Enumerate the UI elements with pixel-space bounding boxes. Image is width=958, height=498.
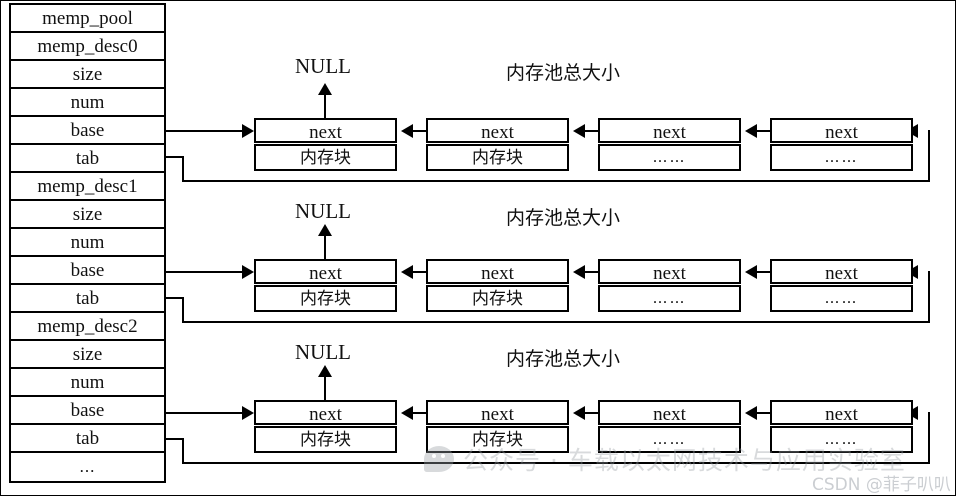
desc-row-base-2: base [11, 397, 164, 425]
block-body-field: 内存块 [254, 426, 397, 453]
tab-wrap-right-row-2 [928, 271, 930, 323]
tab-connector-h-row-1 [166, 156, 184, 158]
desc-row-size-0: size [11, 61, 164, 89]
desc-row-tab-0: tab [11, 145, 164, 173]
desc-row-size-2: size [11, 341, 164, 369]
tab-wrap-bottom-row-3 [182, 462, 930, 464]
desc-row-tab-1: tab [11, 285, 164, 313]
memory-block-3-row-1: next …… [598, 118, 741, 171]
desc-row-size-1: size [11, 201, 164, 229]
desc-row-base-0: base [11, 117, 164, 145]
block-body-field: …… [770, 285, 913, 312]
link-arrowhead-2-row-2 [573, 265, 585, 279]
null-arrow-stem-row-1 [324, 92, 326, 122]
desc-row-num-0: num [11, 89, 164, 117]
pool-size-label-row-2: 内存池总大小 [506, 207, 621, 229]
memory-block-3-row-3: next …… [598, 400, 741, 453]
tab-connector-v-row-2 [182, 297, 184, 323]
base-connector-row-1 [166, 130, 244, 132]
null-arrow-head-row-3 [318, 365, 332, 377]
block-body-field: 内存块 [426, 144, 569, 171]
memory-block-1-row-2: next 内存块 [254, 259, 397, 312]
block-next-field: next [770, 118, 913, 143]
block-body-field: 内存块 [254, 144, 397, 171]
base-arrowhead-row-3 [242, 406, 254, 420]
base-connector-row-3 [166, 412, 244, 414]
desc-row-more: ... [11, 453, 164, 481]
link-arrowhead-1-row-1 [401, 124, 413, 138]
pool-size-label-row-3: 内存池总大小 [506, 348, 621, 370]
base-arrowhead-row-1 [242, 124, 254, 138]
tab-connector-h-row-2 [166, 297, 184, 299]
desc-row-memp-desc1: memp_desc1 [11, 173, 164, 201]
memp-pool-descriptor-table: memp_pool memp_desc0 size num base tab m… [9, 3, 166, 483]
memory-block-3-row-2: next …… [598, 259, 741, 312]
block-next-field: next [598, 259, 741, 284]
block-body-field: …… [770, 144, 913, 171]
null-arrow-stem-row-3 [324, 374, 326, 404]
tab-wrap-bottom-row-2 [182, 321, 930, 323]
tab-wrap-right-row-3 [928, 412, 930, 464]
desc-row-memp-desc0: memp_desc0 [11, 33, 164, 61]
block-next-field: next [770, 400, 913, 425]
block-next-field: next [426, 118, 569, 143]
link-arrowhead-3-row-3 [745, 406, 757, 420]
block-body-field: 内存块 [426, 426, 569, 453]
block-body-field: 内存块 [254, 285, 397, 312]
link-arrowhead-2-row-3 [573, 406, 585, 420]
block-next-field: next [770, 259, 913, 284]
desc-row-num-1: num [11, 229, 164, 257]
link-arrowhead-1-row-3 [401, 406, 413, 420]
link-arrowhead-1-row-2 [401, 265, 413, 279]
block-body-field: …… [598, 144, 741, 171]
desc-row-base-1: base [11, 257, 164, 285]
null-arrow-stem-row-2 [324, 233, 326, 263]
link-arrowhead-3-row-2 [745, 265, 757, 279]
null-label-row-1: NULL [295, 54, 351, 78]
tab-connector-v-row-1 [182, 156, 184, 182]
block-next-field: next [426, 400, 569, 425]
tab-connector-v-row-3 [182, 438, 184, 464]
desc-row-num-2: num [11, 369, 164, 397]
block-next-field: next [426, 259, 569, 284]
csdn-watermark: CSDN @菲子叭叭 [812, 475, 951, 495]
null-label-row-3: NULL [295, 340, 351, 364]
tab-connector-h-row-3 [166, 438, 184, 440]
link-arrowhead-2-row-1 [573, 124, 585, 138]
memory-block-1-row-1: next 内存块 [254, 118, 397, 171]
block-next-field: next [254, 400, 397, 425]
pool-size-label-row-1: 内存池总大小 [506, 62, 621, 84]
base-connector-row-2 [166, 271, 244, 273]
block-next-field: next [254, 118, 397, 143]
null-label-row-2: NULL [295, 199, 351, 223]
desc-row-tab-2: tab [11, 425, 164, 453]
memory-block-4-row-2: next …… [770, 259, 913, 312]
block-next-field: next [598, 400, 741, 425]
desc-row-memp-pool: memp_pool [11, 5, 164, 33]
memory-block-2-row-3: next 内存块 [426, 400, 569, 453]
link-arrowhead-3-row-1 [745, 124, 757, 138]
desc-row-memp-desc2: memp_desc2 [11, 313, 164, 341]
tab-wrap-right-row-1 [928, 130, 930, 182]
block-body-field: …… [770, 426, 913, 453]
block-body-field: 内存块 [426, 285, 569, 312]
memory-block-1-row-3: next 内存块 [254, 400, 397, 453]
memory-block-4-row-3: next …… [770, 400, 913, 453]
block-body-field: …… [598, 285, 741, 312]
memory-block-2-row-1: next 内存块 [426, 118, 569, 171]
block-next-field: next [254, 259, 397, 284]
null-arrow-head-row-1 [318, 83, 332, 95]
memory-block-2-row-2: next 内存块 [426, 259, 569, 312]
block-body-field: …… [598, 426, 741, 453]
null-arrow-head-row-2 [318, 224, 332, 236]
base-arrowhead-row-2 [242, 265, 254, 279]
block-next-field: next [598, 118, 741, 143]
tab-wrap-bottom-row-1 [182, 180, 930, 182]
memory-block-4-row-1: next …… [770, 118, 913, 171]
